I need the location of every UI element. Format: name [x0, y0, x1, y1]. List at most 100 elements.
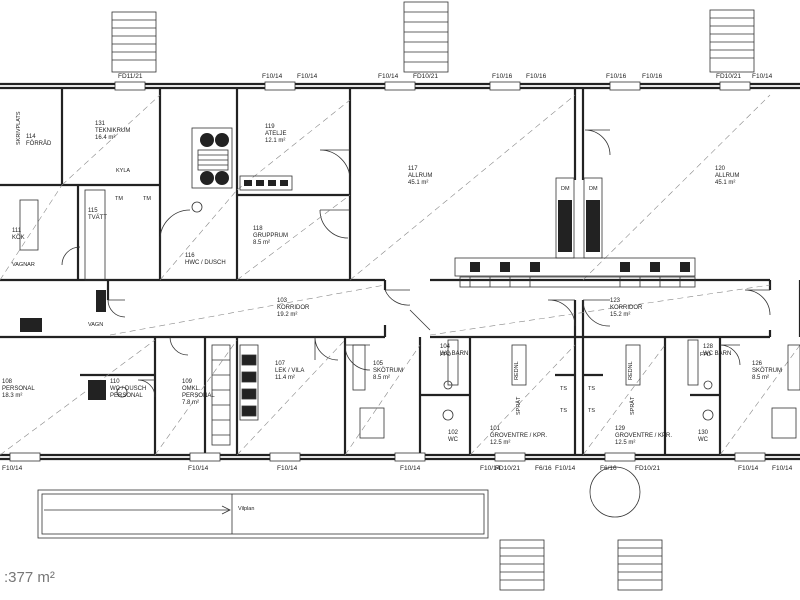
room-label-line: SKÖTRUM	[752, 367, 782, 374]
fixture-label: VAGN	[88, 322, 103, 328]
fixture-label: SPRÄT	[515, 396, 522, 415]
room-label-line: 15.2 m²	[610, 312, 630, 318]
window-code: F10/14	[480, 465, 501, 472]
room-label-line: 11.4 m²	[275, 375, 295, 381]
canopy-circle	[589, 466, 641, 518]
room-label-line: SKÖTRUM	[373, 367, 403, 374]
room-label-line: 8.5 m²	[752, 375, 769, 381]
room-label-line: LEK / VILA	[275, 368, 304, 374]
room-label-line: PERSONAL	[110, 393, 143, 399]
room-label-line: 105	[373, 361, 384, 367]
room-label-line: OMKL.	[182, 386, 201, 392]
fixture-label: DM	[561, 186, 570, 192]
room-label-line: 101	[490, 426, 501, 432]
room-label-line: 104	[440, 344, 451, 350]
counter-hatch	[459, 276, 696, 288]
room-label-line: 110	[110, 379, 120, 385]
room-label-line: TEKNIKRUM	[95, 128, 130, 134]
toilet-fixtures	[20, 201, 797, 439]
room-label-line: 119	[265, 124, 275, 130]
room-label-line: ALLRUM	[715, 173, 739, 179]
stair-south-1	[499, 539, 545, 591]
fixture-label: SPRÄT	[629, 396, 636, 415]
room-label-line: 8.5 m²	[373, 375, 390, 381]
room-label-line: 114	[26, 134, 36, 140]
room-label-line: 12.5 m²	[615, 440, 635, 446]
room-label-line: ATELJE	[265, 131, 287, 137]
room-label-line: 111	[12, 228, 22, 234]
dashed-guides	[0, 94, 800, 456]
room-label-line: KORRIDOR	[610, 305, 643, 311]
room-label-line: WC	[448, 437, 459, 443]
room-label-line: HWC / DUSCH	[185, 260, 226, 266]
fixture-label: TS	[588, 408, 595, 414]
window-code: F10/14	[188, 465, 209, 472]
room-label-line: WC BARN	[703, 351, 731, 357]
stair-north-3	[709, 9, 755, 73]
room-label-line: 103	[277, 298, 288, 304]
room-label-line: 45.1 m²	[408, 180, 428, 186]
fixture-label: KYLA	[116, 168, 130, 174]
room-label-line: 19.2 m²	[277, 312, 297, 318]
room-label-line: WC / DUSCH	[110, 386, 146, 392]
window-code: F10/14	[378, 73, 399, 80]
room-label-line: 8.5 m²	[253, 240, 270, 246]
room-label-line: 12.1 m²	[265, 138, 285, 144]
fixture-label: SKRIVPLATS	[16, 111, 22, 145]
room-label-line: 107	[275, 361, 286, 367]
window-code: FD10/21	[495, 465, 520, 472]
window-code: F10/14	[297, 73, 318, 80]
boiler-equipment	[191, 127, 233, 189]
room-label-line: WC	[698, 437, 709, 443]
center-cabinets	[454, 177, 696, 277]
room-label-line: 7.8 m²	[182, 400, 199, 406]
window-ticks	[9, 81, 766, 462]
room-label-line: PERSONAL	[2, 386, 35, 392]
fixture-label: TS	[560, 386, 567, 392]
room-label-line: 45.1 m²	[715, 180, 735, 186]
room-label-line: 129	[615, 426, 626, 432]
window-code: F6/16	[535, 465, 552, 472]
room-label-line: 109	[182, 379, 193, 385]
window-code: FD10/21	[413, 73, 438, 80]
window-code: FD10/21	[716, 73, 741, 80]
room-label-line: TVÄTT	[88, 214, 107, 221]
room-label-line: 116	[185, 253, 195, 259]
room-label-line: 120	[715, 166, 726, 172]
fixture-label: REDNL	[628, 361, 634, 380]
window-code: F10/14	[2, 465, 23, 472]
room-label-line: GROVENTRE / KPR.	[490, 433, 547, 439]
door-swings	[61, 129, 771, 398]
window-code: FD10/21	[635, 465, 660, 472]
room-label-line: 117	[408, 166, 418, 172]
room-label-line: 130	[698, 430, 709, 436]
window-code: F10/14	[752, 73, 773, 80]
window-code: F10/14	[262, 73, 283, 80]
fixture-label: FPD	[700, 352, 711, 358]
room-label-line: WC BARN	[440, 351, 468, 357]
stair-north-1	[111, 11, 157, 73]
room-label-line: FÖRRÅD	[26, 140, 52, 147]
window-code: F10/14	[738, 465, 759, 472]
room-label-line: 128	[703, 344, 714, 350]
fixture-label: TM	[143, 196, 151, 202]
